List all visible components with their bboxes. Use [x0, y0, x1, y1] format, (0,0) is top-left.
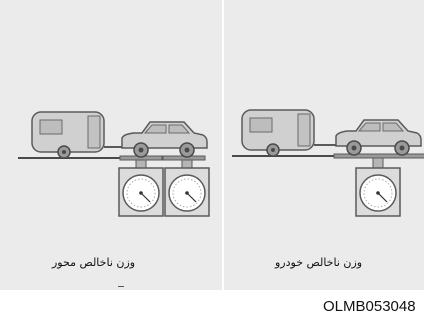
gross-axle-weight-panel: وزن ناخالص محور [0, 0, 222, 290]
gross-vehicle-weight-caption: وزن ناخالص خودرو [275, 256, 363, 269]
caption-tick-mark [118, 286, 124, 287]
trailer-icon [31, 111, 122, 159]
vehicle-scale-icon [355, 157, 401, 217]
gross-axle-weight-caption: وزن ناخالص محور [52, 256, 136, 269]
figure-code: OLMB053048 [323, 298, 416, 315]
car-icon [335, 119, 422, 156]
vehicle-weight-scene [232, 109, 424, 217]
front-axle-scale-icon [118, 159, 164, 217]
rear-axle-scale-icon [164, 159, 210, 217]
axle-weight-scene [18, 111, 210, 217]
gross-vehicle-weight-panel: وزن ناخالص خودرو [224, 0, 424, 290]
panel-divider [222, 0, 224, 290]
trailer-icon [241, 109, 336, 157]
scale-platform [333, 153, 424, 159]
car-icon [121, 121, 208, 158]
